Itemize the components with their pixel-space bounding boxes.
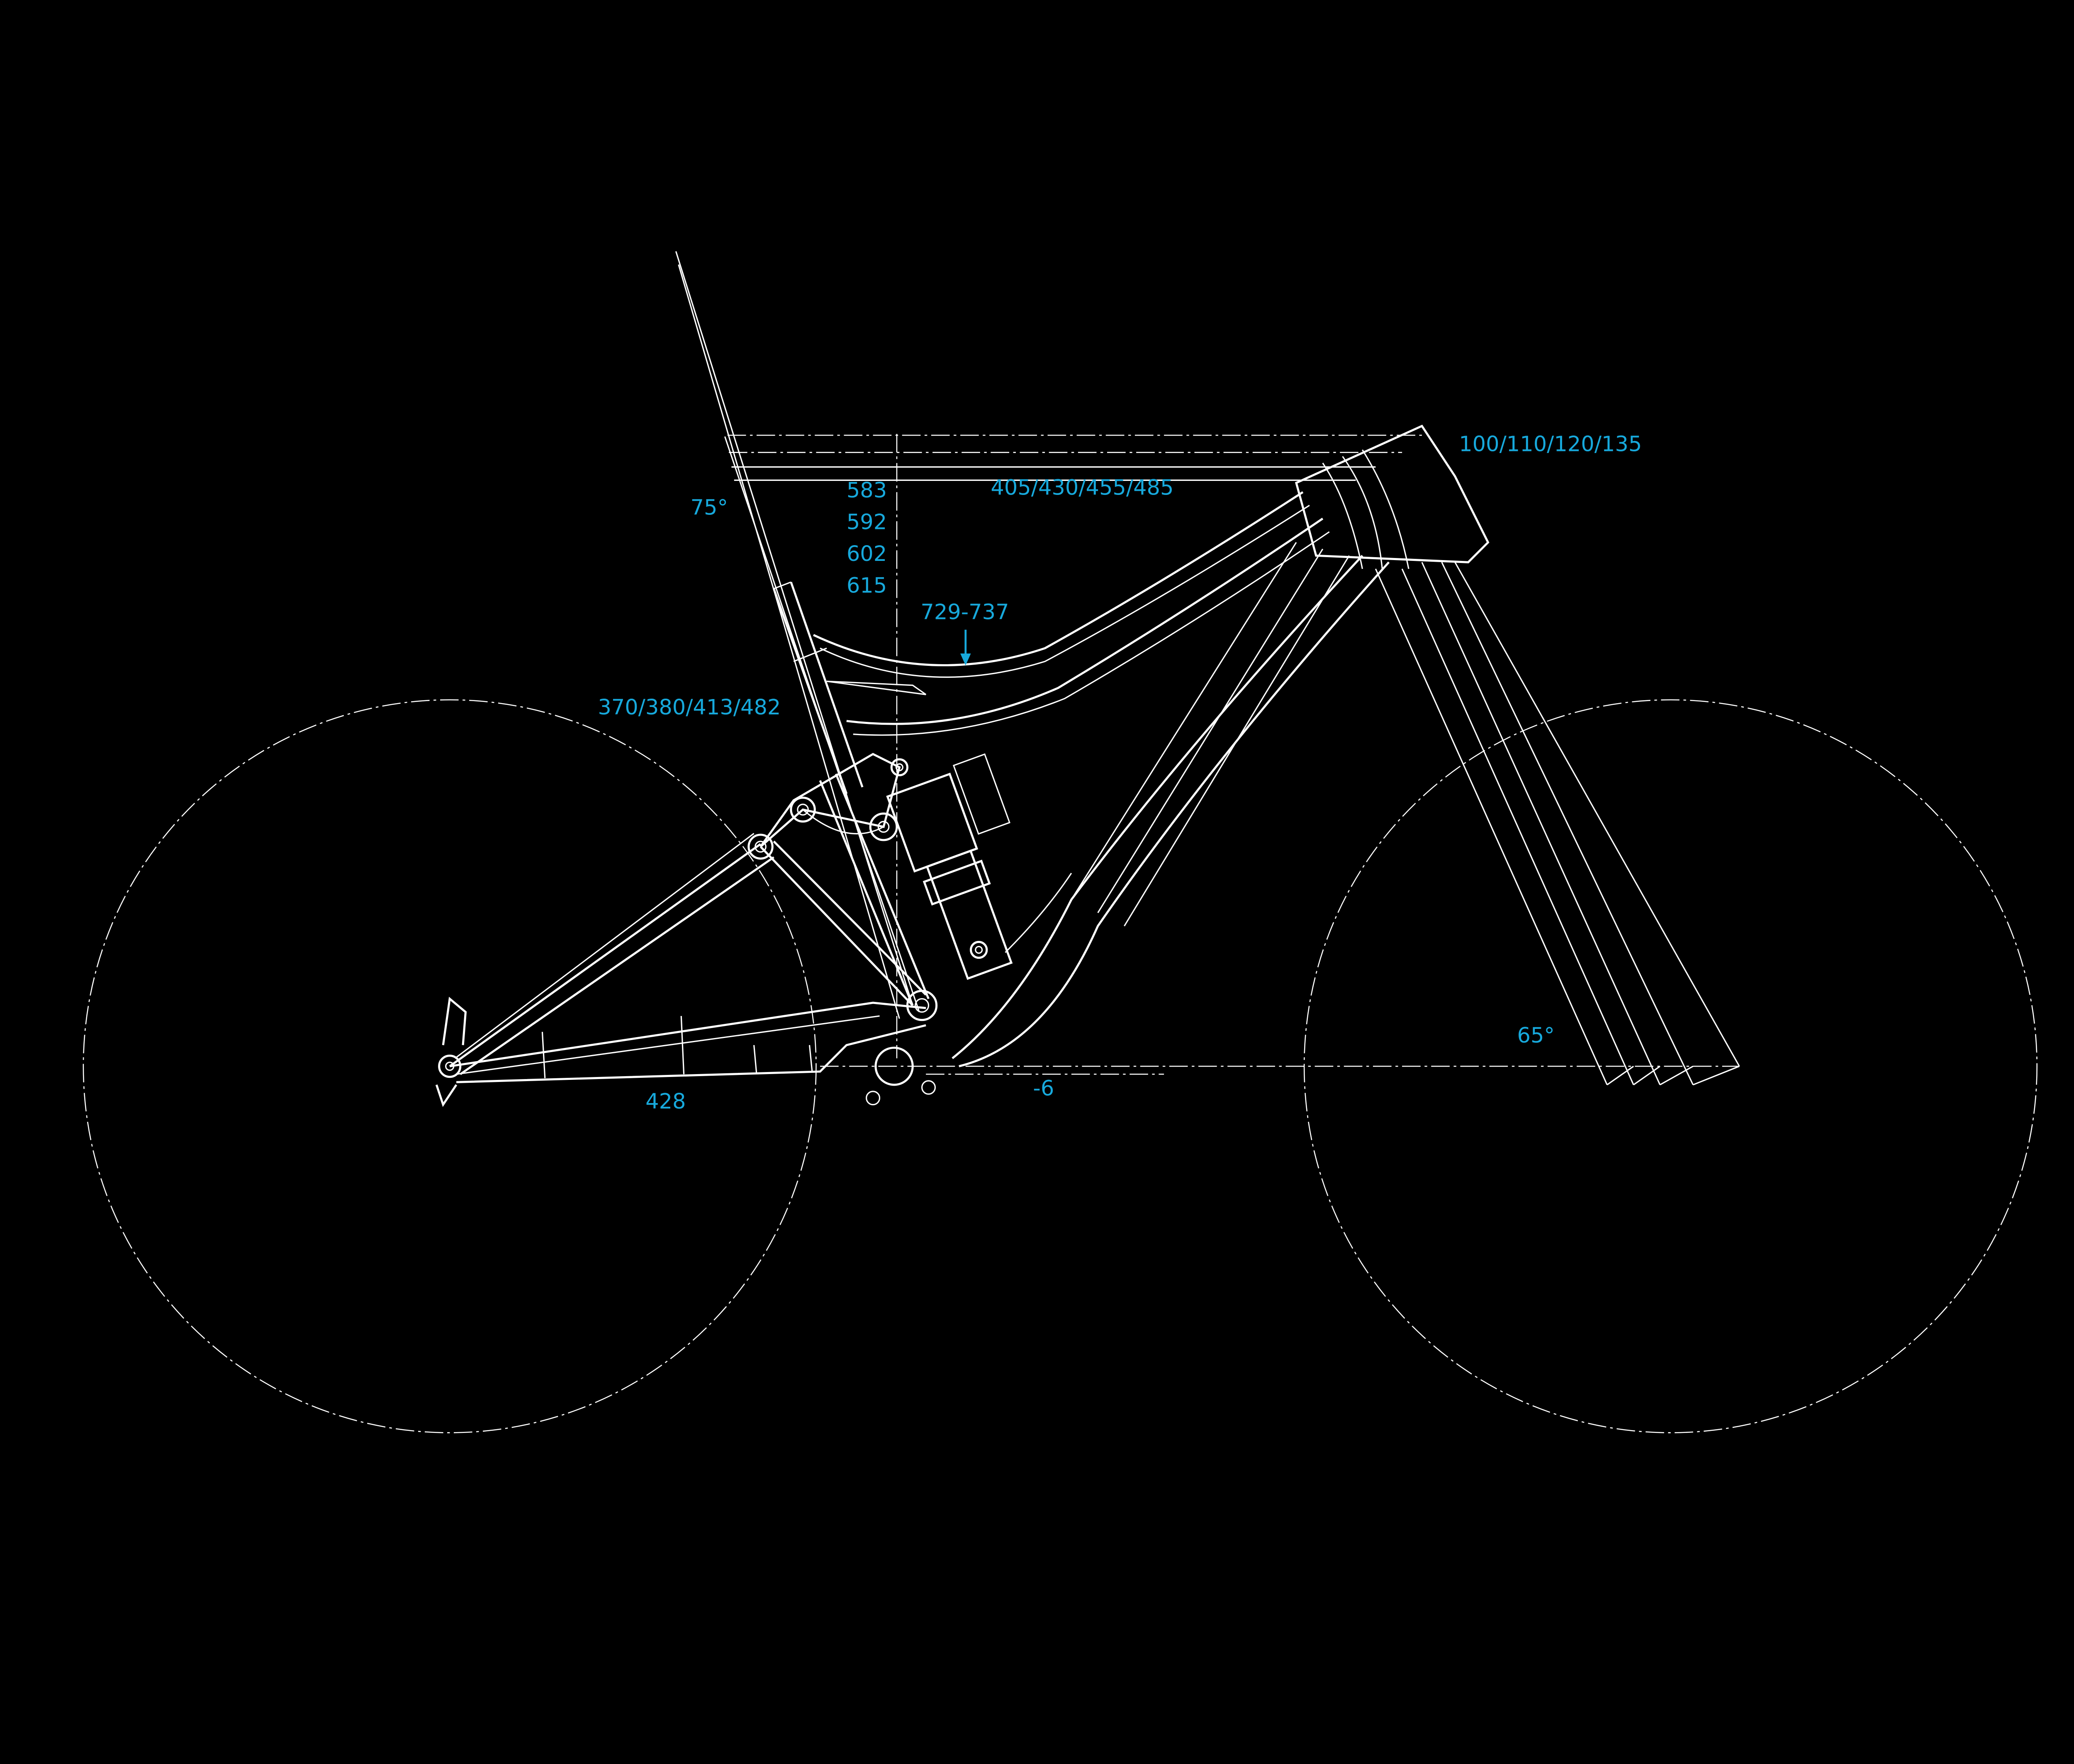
rocker-link — [759, 753, 901, 848]
rear-wheel — [83, 699, 817, 1433]
bb-drop-label: -6 — [1033, 1076, 1054, 1101]
rear-dropout — [435, 997, 467, 1107]
seat-tube-label: 370/380/413/482 — [598, 695, 781, 720]
bike-geometry-drawing: 100/110/120/135 405/430/455/485 583 592 … — [0, 0, 2074, 1556]
reach-label: 405/430/455/485 — [991, 476, 1173, 500]
background — [0, 0, 2074, 1556]
down-tube — [952, 542, 1390, 1067]
seat-angle-label: 75° — [691, 495, 728, 520]
stack-label-1: 583 — [847, 478, 887, 503]
top-tube — [813, 491, 1330, 736]
chainstay-label: 428 — [645, 1089, 686, 1114]
stack-label-2: 592 — [847, 510, 887, 535]
head-angle-label: 65° — [1517, 1023, 1555, 1048]
chain-stay — [449, 1001, 926, 1083]
stem-length-label: 100/110/120/135 — [1459, 432, 1642, 456]
rear-shock — [886, 753, 1013, 980]
stack-label-4: 615 — [847, 574, 887, 598]
pivots — [438, 758, 988, 1106]
top-tube-label: 729-737 — [920, 600, 1009, 624]
reference-lines — [727, 434, 1740, 1075]
seat-tube — [675, 251, 930, 1019]
stack-label-3: 602 — [847, 542, 887, 566]
top-tube-arrow-icon — [960, 629, 971, 665]
seat-stay — [449, 833, 927, 1075]
head-tube-and-fork — [1295, 424, 1740, 1086]
